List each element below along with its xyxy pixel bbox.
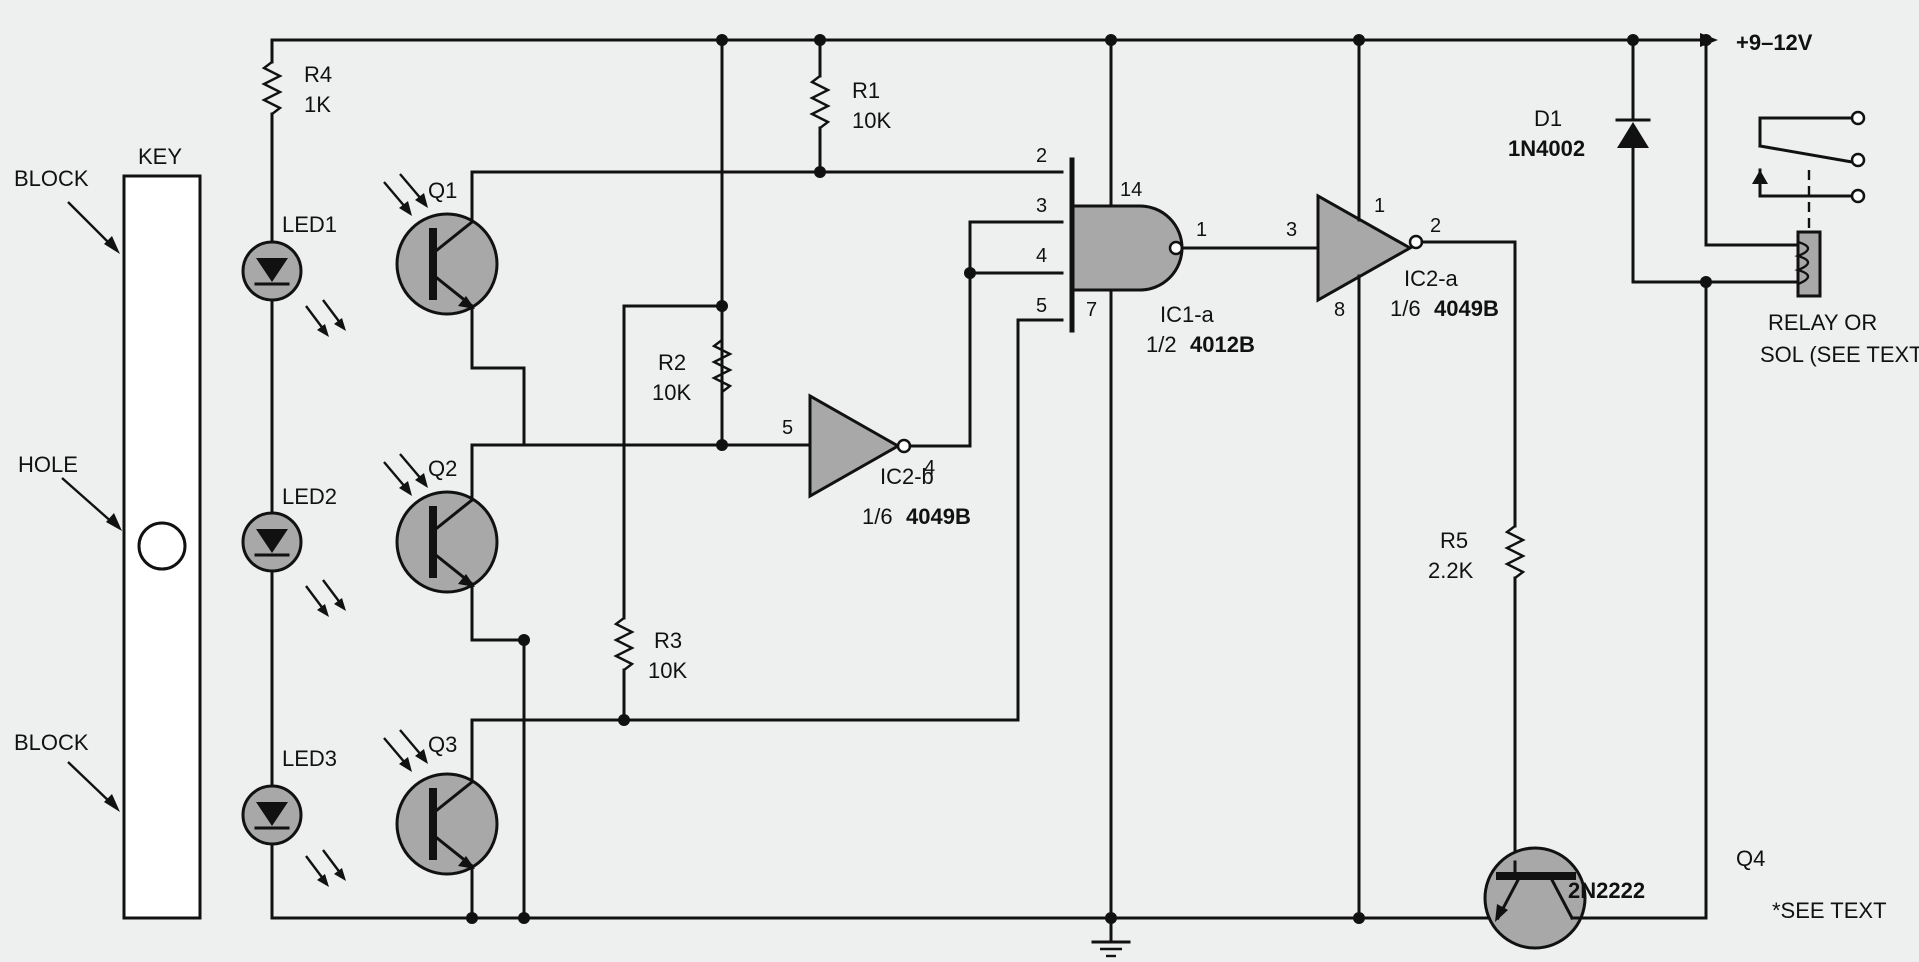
block-bottom-label: BLOCK: [14, 730, 89, 755]
hole-label: HOLE: [18, 452, 78, 477]
relay-coil: [1704, 38, 1822, 298]
r4-name: R4: [304, 62, 332, 87]
ic2a-pin-2: 2: [1430, 215, 1441, 237]
q2-transistor: [395, 490, 499, 594]
led2-label: LED2: [282, 484, 337, 509]
r5-value: 2.2K: [1428, 558, 1474, 583]
ic2b-pin-5: 5: [782, 417, 793, 439]
ic2a-name: IC2-a: [1404, 266, 1459, 291]
r4-value: 1K: [304, 92, 331, 117]
led2-diode: [241, 511, 303, 573]
ic2a-pin-3: 3: [1286, 219, 1297, 241]
ic2a-pin-1: 1: [1374, 195, 1385, 217]
r3-value: 10K: [648, 658, 687, 683]
nand-pin-5: 5: [1036, 295, 1047, 317]
key-label: KEY: [138, 144, 182, 169]
ic2b-inverter: [720, 271, 972, 499]
r4-resistor: [261, 61, 283, 115]
relay-contacts: [1752, 110, 1866, 232]
r2-value: 10K: [652, 380, 691, 405]
ic2b-part: 4049B: [906, 504, 971, 529]
key-hole: [137, 521, 187, 571]
nand-pin-7: 7: [1086, 299, 1097, 321]
nand-pin-2: 2: [1036, 145, 1047, 167]
q1-transistor: [395, 212, 499, 316]
r3-name: R3: [654, 628, 682, 653]
see-text-note: *SEE TEXT: [1772, 898, 1887, 923]
ic2b-frac: 1/6: [862, 504, 893, 529]
ic1a-nand-gate: [968, 38, 1320, 920]
hole-arrow: [61, 477, 122, 531]
ic2a-pin-8: 8: [1334, 299, 1345, 321]
r2-resistor: [711, 339, 733, 393]
ic2a-inverter: [1316, 38, 1517, 920]
led1-light-arrows: [305, 299, 346, 337]
r1-name: R1: [852, 78, 880, 103]
led1-diode: [241, 240, 303, 302]
ic2b-pin-4: 4: [924, 457, 935, 479]
q1-light-arrows: [383, 173, 428, 216]
relay-label-line2: SOL (SEE TEXT): [1760, 342, 1919, 367]
q2-light-arrows: [383, 453, 428, 496]
q3-transistor: [395, 772, 499, 876]
d1-part: 1N4002: [1508, 136, 1585, 161]
junction-dots: [466, 34, 1712, 924]
nand-pin-14: 14: [1120, 179, 1142, 201]
ic1a-name: IC1-a: [1160, 302, 1215, 327]
q1-label: Q1: [428, 178, 457, 203]
supply-rail: [270, 33, 1718, 47]
led1-label: LED1: [282, 212, 337, 237]
d1-diode: [1615, 38, 1708, 284]
q4-collector-wire: [1570, 280, 1708, 920]
block-top-label: BLOCK: [14, 166, 89, 191]
ic2a-part: 4049B: [1434, 296, 1499, 321]
led2-light-arrows: [305, 579, 346, 617]
ic2a-frac: 1/6: [1390, 296, 1421, 321]
r1-resistor: [809, 75, 831, 129]
block-bottom-arrow: [67, 761, 120, 812]
block-top-arrow: [67, 201, 120, 254]
led3-light-arrows: [305, 849, 346, 887]
ic2b-name: IC2-b: [880, 464, 934, 489]
supply-label: +9–12V: [1736, 30, 1813, 55]
led3-label: LED3: [282, 746, 337, 771]
r5-resistor: [1504, 525, 1526, 579]
r3-branch: [613, 304, 724, 722]
q2-label: Q2: [428, 456, 457, 481]
q4-transistor: [1483, 846, 1587, 950]
led3-diode: [241, 784, 303, 846]
q4-name: Q4: [1736, 846, 1765, 871]
transistor-wiring: [470, 170, 1064, 920]
relay-label-line1: RELAY OR: [1768, 310, 1877, 335]
r1-value: 10K: [852, 108, 891, 133]
d1-name: D1: [1534, 106, 1562, 131]
nand-pin-4: 4: [1036, 245, 1047, 267]
q3-label: Q3: [428, 732, 457, 757]
nand-pin-3: 3: [1036, 195, 1047, 217]
nand-pin-1: 1: [1196, 219, 1207, 241]
q4-part: 2N2222: [1568, 878, 1645, 903]
ic1a-frac: 1/2: [1146, 332, 1177, 357]
r2-name: R2: [658, 350, 686, 375]
q3-light-arrows: [383, 729, 428, 772]
r5-name: R5: [1440, 528, 1468, 553]
ic1a-part: 4012B: [1190, 332, 1255, 357]
